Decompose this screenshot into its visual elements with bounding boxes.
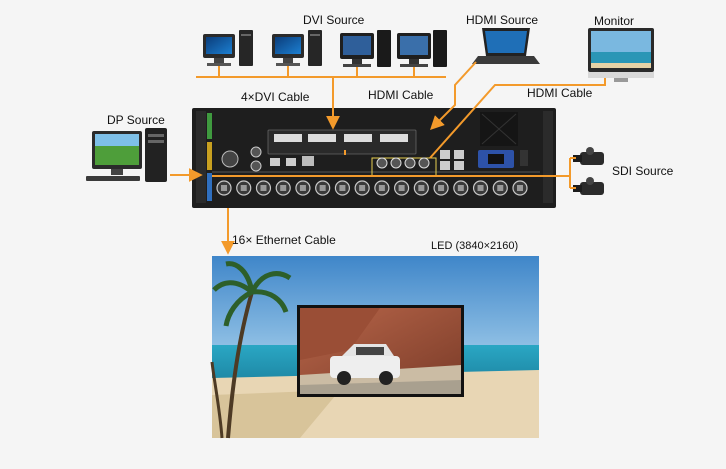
hdmi-in-cable xyxy=(430,61,477,130)
ethernet-port-socket xyxy=(497,185,504,191)
ethernet-port-socket xyxy=(299,185,306,191)
dp-source-computer xyxy=(86,128,167,182)
ethernet-port-socket xyxy=(457,185,464,191)
ethernet-port-socket xyxy=(339,185,346,191)
ethernet-cable-label: 16× Ethernet Cable xyxy=(232,233,336,247)
ethernet-port-socket xyxy=(280,185,287,191)
ethernet-port-socket xyxy=(260,185,267,191)
dvi-computer-2 xyxy=(272,30,322,66)
hdmi-source-laptop xyxy=(472,28,540,64)
hdmi-out-cable xyxy=(429,78,606,159)
dp-source-label: DP Source xyxy=(107,113,165,127)
video-processor-chassis xyxy=(192,108,556,208)
dvi-computer-4 xyxy=(397,30,447,67)
sdi-camera-2 xyxy=(573,177,604,195)
ethernet-port-socket xyxy=(517,185,523,191)
sdi-cameras xyxy=(573,147,604,195)
ethernet-port-socket xyxy=(378,185,385,191)
led-wall xyxy=(210,256,539,439)
ethernet-port-socket xyxy=(477,185,484,191)
ethernet-port-socket xyxy=(359,185,366,191)
ethernet-port-socket xyxy=(319,185,326,191)
dvi-cable-label: 4×DVI Cable xyxy=(241,90,310,104)
monitor-display xyxy=(588,28,654,82)
monitor-label: Monitor xyxy=(594,14,635,28)
dvi-source-label: DVI Source xyxy=(303,13,365,27)
dvi-computer-1 xyxy=(203,30,253,66)
ethernet-output-ports xyxy=(216,180,528,196)
dvi-source-computers xyxy=(203,30,447,67)
hdmi-cable-in-label: HDMI Cable xyxy=(368,88,434,102)
led-label: LED (3840×2160) xyxy=(431,240,519,252)
ethernet-port-socket xyxy=(240,185,247,191)
sdi-camera-1 xyxy=(573,147,604,165)
hdmi-source-label: HDMI Source xyxy=(466,13,539,27)
signal-cables xyxy=(170,61,606,255)
ethernet-port-socket xyxy=(221,185,227,191)
ethernet-port-socket xyxy=(438,185,445,191)
dvi-computer-3 xyxy=(340,30,391,67)
hdmi-cable-out-label: HDMI Cable xyxy=(527,86,593,100)
ethernet-port-socket xyxy=(418,185,425,191)
ethernet-port-socket xyxy=(398,185,405,191)
sdi-source-label: SDI Source xyxy=(612,164,674,178)
